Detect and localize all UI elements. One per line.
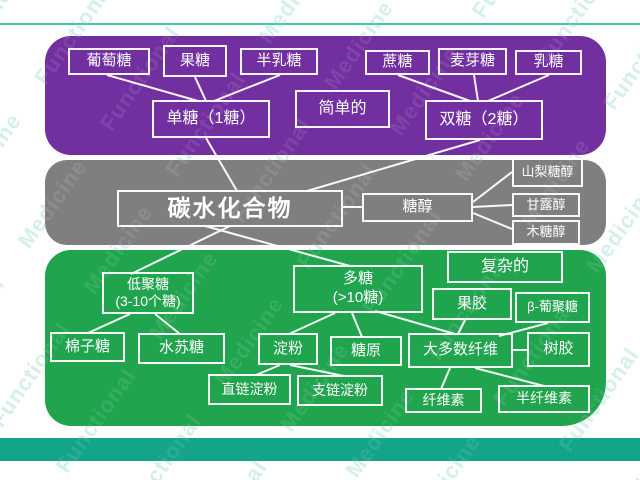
node-glucose: 葡萄糖	[68, 48, 150, 75]
node-most-fibers: 大多数纤维	[408, 333, 513, 368]
node-pectin: 果胶	[432, 288, 512, 320]
node-complex-label: 复杂的	[447, 251, 563, 283]
node-mannitol: 甘露醇	[512, 193, 580, 217]
node-amylose: 直链淀粉	[208, 374, 291, 405]
node-sugar-alcohol: 糖醇	[362, 193, 473, 222]
node-amylopectin: 支链淀粉	[297, 375, 383, 406]
node-lactose: 乳糖	[515, 50, 582, 75]
node-disaccharide: 双糖（2糖）	[425, 100, 543, 140]
node-glycogen: 糖原	[330, 336, 402, 366]
node-hemicellulose: 半纤维素	[498, 385, 590, 413]
node-gum: 树胶	[527, 332, 590, 367]
node-cellulose: 纤维素	[405, 388, 482, 413]
node-monosaccharide: 单糖（1糖）	[152, 100, 270, 138]
node-xylitol: 木糖醇	[512, 220, 580, 245]
node-starch: 淀粉	[258, 333, 318, 365]
node-oligosaccharide: 低聚糖 (3-10个糖)	[102, 272, 194, 314]
node-beta-glucan: β-葡聚糖	[515, 292, 590, 323]
footer-bar	[0, 438, 640, 461]
node-carbohydrate: 碳水化合物	[117, 190, 343, 227]
top-divider-line	[0, 23, 640, 25]
node-maltose: 麦芽糖	[438, 48, 507, 75]
node-raffinose: 棉子糖	[50, 332, 125, 362]
node-galactose: 半乳糖	[240, 48, 318, 75]
node-sorbitol: 山梨糖醇	[512, 158, 583, 187]
node-fructose: 果糖	[163, 45, 227, 77]
node-stachyose: 水苏糖	[138, 333, 225, 364]
node-sucrose: 蔗糖	[365, 50, 430, 75]
node-polysaccharide: 多糖 (>10糖)	[293, 265, 423, 313]
node-simple-label: 简单的	[295, 90, 390, 128]
